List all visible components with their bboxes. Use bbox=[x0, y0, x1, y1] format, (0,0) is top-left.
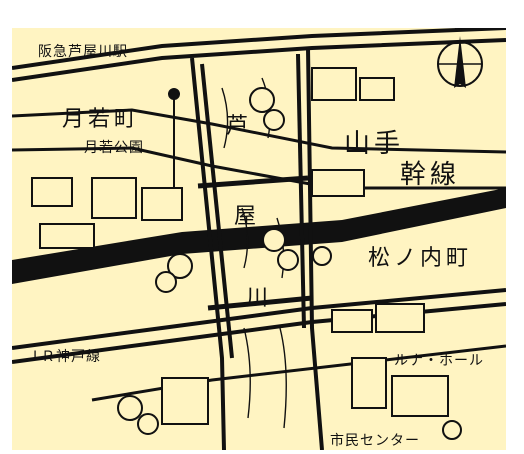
civic-center-label: 市民センター bbox=[330, 433, 420, 449]
tsukiwaka-cho-label: 月若町 bbox=[62, 107, 141, 132]
buildings bbox=[31, 67, 449, 425]
compass-north-label: N bbox=[454, 28, 463, 34]
yamate-label: 山手 bbox=[344, 129, 405, 159]
river-char-3: 川 bbox=[246, 286, 269, 311]
tsukiwaka-park-label: 月若公園 bbox=[84, 140, 144, 156]
park-tower bbox=[168, 88, 180, 188]
matsunouchi-cho-label: 松ノ内町 bbox=[368, 246, 473, 271]
trees bbox=[117, 87, 462, 440]
kansen-label: 幹線 bbox=[400, 160, 461, 190]
river-bridges bbox=[197, 175, 313, 311]
area-map: 阪急芦屋川駅 月若町 月若公園 山手 幹線 松ノ内町 ＪＲ神戸線 ルナ・ホール … bbox=[12, 28, 506, 450]
river-char-2: 屋 bbox=[234, 204, 257, 229]
compass: N bbox=[430, 28, 490, 100]
compass-icon bbox=[437, 36, 483, 88]
lower-road bbox=[91, 344, 506, 402]
hankyu-railway bbox=[12, 28, 506, 82]
river-texture bbox=[221, 77, 287, 429]
luna-hall-label: ルナ・ホール bbox=[394, 353, 484, 369]
hankyu-station-label: 阪急芦屋川駅 bbox=[38, 44, 128, 60]
jr-kobe-line-label: ＪＲ神戸線 bbox=[26, 349, 101, 365]
ashiya-river bbox=[190, 47, 324, 450]
map-drawing bbox=[12, 28, 506, 450]
yamate-kansen-band bbox=[12, 188, 506, 284]
river-char-1: 芦 bbox=[226, 114, 249, 139]
